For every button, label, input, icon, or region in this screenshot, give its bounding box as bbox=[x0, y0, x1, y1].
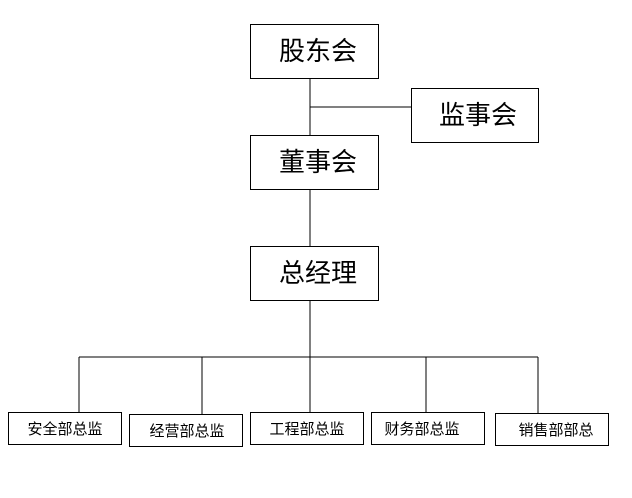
node-box bbox=[129, 414, 243, 447]
node-board: 董事会 bbox=[250, 135, 379, 190]
node-label: 总经理 bbox=[279, 259, 357, 289]
node-dept-operations: 经营部总监 bbox=[129, 414, 243, 447]
node-dept-sales: 销售部部总 bbox=[495, 413, 609, 446]
node-label: 工程部总监 bbox=[269, 420, 344, 438]
connector-lines bbox=[78, 79, 539, 414]
node-box bbox=[250, 246, 379, 301]
node-label: 销售部部总 bbox=[518, 421, 593, 439]
node-box bbox=[371, 412, 485, 445]
node-dept-engineering: 工程部总监 bbox=[250, 412, 364, 445]
node-supervisors: 监事会 bbox=[411, 88, 539, 143]
node-box bbox=[411, 88, 539, 143]
node-box bbox=[250, 24, 379, 79]
node-box bbox=[250, 412, 364, 445]
node-box bbox=[8, 412, 122, 445]
node-box bbox=[250, 135, 379, 190]
node-label: 股东会 bbox=[279, 37, 357, 67]
node-dept-safety: 安全部总监 bbox=[8, 412, 122, 445]
node-shareholders: 股东会 bbox=[250, 24, 379, 79]
node-general-manager: 总经理 bbox=[250, 246, 379, 301]
node-label: 监事会 bbox=[439, 101, 517, 131]
node-label: 经营部总监 bbox=[149, 422, 224, 440]
node-label: 董事会 bbox=[279, 148, 357, 178]
node-box bbox=[495, 413, 609, 446]
node-label: 财务部总监 bbox=[384, 420, 459, 438]
node-dept-finance: 财务部总监 bbox=[371, 412, 485, 445]
node-label: 安全部总监 bbox=[27, 420, 102, 438]
